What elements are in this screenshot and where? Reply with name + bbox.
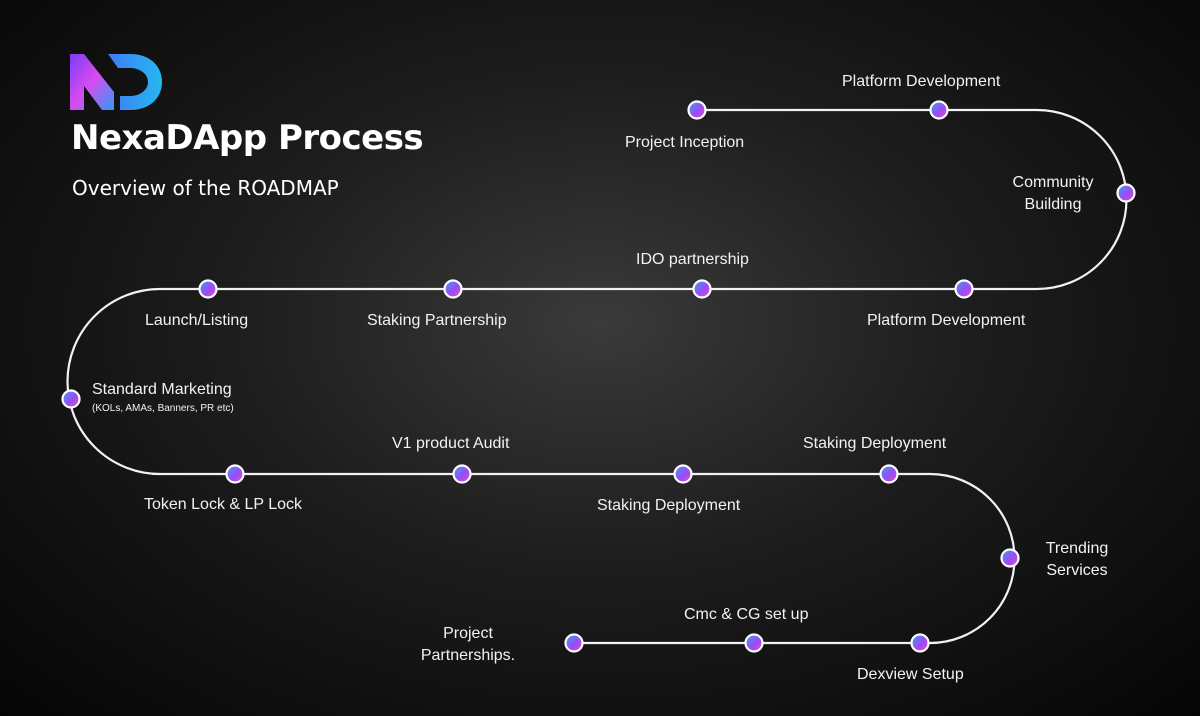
- milestone-label-text: IDO partnership: [636, 251, 749, 268]
- milestone-label-text: Standard Marketing: [92, 381, 232, 398]
- milestone-label-text: Token Lock & LP Lock: [144, 496, 303, 513]
- milestone-node-launch-listing: [198, 279, 218, 299]
- milestone-label-text: Staking Deployment: [803, 435, 947, 452]
- milestone-node-trending-services: [1000, 548, 1020, 568]
- milestone-label-text: Staking Partnership: [367, 312, 507, 329]
- milestone-label-project-partnerships: Project Partnerships.: [418, 623, 518, 667]
- page-title: NexaDApp Process: [71, 118, 424, 158]
- milestone-label-community-building: Community Building: [998, 172, 1108, 216]
- milestone-label-trending-services: Trending Services: [1032, 538, 1122, 582]
- milestone-label-text: Dexview Setup: [857, 666, 964, 683]
- milestone-label-text: Cmc & CG set up: [684, 606, 809, 623]
- milestone-node-cmc-cg-setup: [744, 633, 764, 653]
- milestone-node-project-inception: [687, 100, 707, 120]
- milestone-label-text: Launch/Listing: [145, 312, 249, 329]
- milestone-node-standard-marketing: [61, 389, 81, 409]
- milestone-label-text: V1 product Audit: [392, 435, 510, 452]
- milestone-node-platform-development-1: [929, 100, 949, 120]
- page-subtitle: Overview of the ROADMAP: [72, 176, 339, 200]
- milestone-label-text: Platform Development: [842, 73, 1001, 90]
- milestone-label-token-lock: Token Lock & LP Lock: [144, 494, 302, 516]
- roadmap-path: [66, 108, 1128, 645]
- milestone-label-text: Trending Services: [1045, 540, 1109, 579]
- milestone-label-text: Staking Deployment: [597, 497, 741, 514]
- logo-d-shape: [108, 54, 162, 110]
- milestone-label-staking-deployment-2: Staking Deployment: [803, 433, 946, 455]
- milestone-label-text: Project Partnerships.: [420, 625, 516, 664]
- milestone-label-dexview-setup: Dexview Setup: [857, 664, 964, 686]
- milestone-label-launch-listing: Launch/Listing: [145, 310, 248, 332]
- milestone-label-text: Platform Development: [867, 312, 1026, 329]
- milestone-label-cmc-cg-setup: Cmc & CG set up: [684, 604, 808, 626]
- milestone-node-staking-partnership: [443, 279, 463, 299]
- milestone-node-staking-deployment-1: [673, 464, 693, 484]
- milestone-label-text: Project Inception: [625, 134, 745, 151]
- milestone-node-project-partnerships: [564, 633, 584, 653]
- milestone-label-ido-partnership: IDO partnership: [636, 249, 749, 271]
- milestone-label-v1-product-audit: V1 product Audit: [392, 433, 509, 455]
- milestone-node-token-lock: [225, 464, 245, 484]
- nexadapp-logo: [70, 54, 162, 110]
- logo-n-shape: [70, 54, 114, 110]
- milestone-label-standard-marketing: Standard Marketing (KOLs, AMAs, Banners, …: [92, 379, 234, 416]
- milestone-label-platform-development-1: Platform Development: [842, 71, 1000, 93]
- milestone-node-community-building: [1116, 183, 1136, 203]
- milestone-label-note: (KOLs, AMAs, Banners, PR etc): [92, 403, 234, 414]
- milestone-node-ido-partnership: [692, 279, 712, 299]
- milestone-label-project-inception: Project Inception: [625, 132, 744, 154]
- milestone-node-platform-development-2: [954, 279, 974, 299]
- milestone-label-staking-deployment-1: Staking Deployment: [597, 495, 740, 517]
- milestone-node-v1-product-audit: [452, 464, 472, 484]
- milestone-node-dexview-setup: [910, 633, 930, 653]
- milestone-label-text: Community Building: [1012, 174, 1094, 213]
- milestone-node-staking-deployment-2: [879, 464, 899, 484]
- milestone-nodes: [61, 100, 1136, 653]
- milestone-label-staking-partnership: Staking Partnership: [367, 310, 507, 332]
- milestone-label-platform-development-2: Platform Development: [867, 310, 1025, 332]
